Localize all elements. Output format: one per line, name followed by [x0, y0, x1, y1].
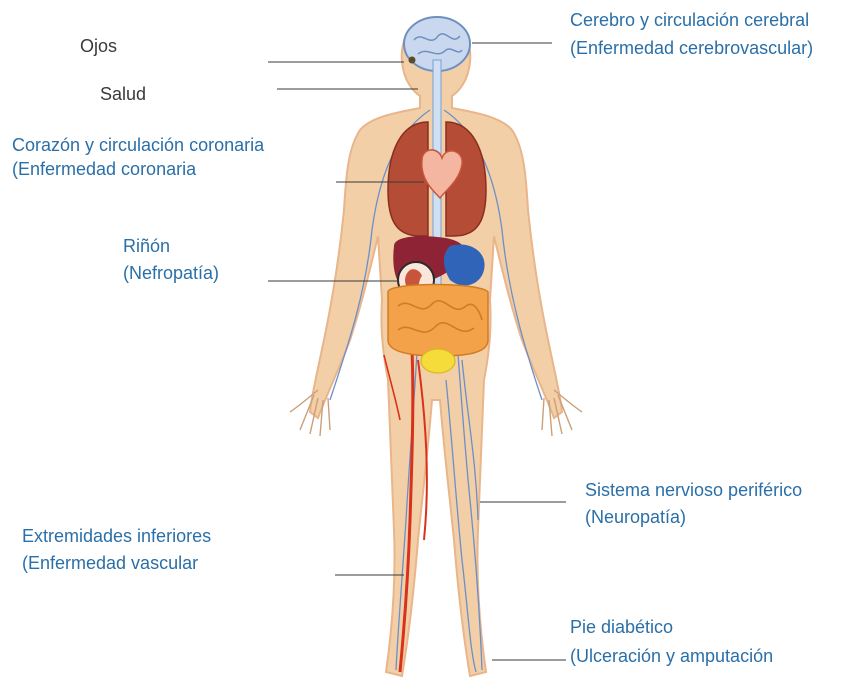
label-corazon-detail: (Enfermedad coronaria [12, 158, 196, 181]
bladder [421, 349, 455, 373]
label-ojos: Ojos [80, 35, 117, 58]
eye-icon [409, 57, 416, 64]
label-rinon-detail: (Nefropatía) [123, 262, 219, 285]
label-cerebro-detail: (Enfermedad cerebrovascular) [570, 37, 813, 60]
label-nervioso: Sistema nervioso periférico [585, 479, 802, 502]
label-nervioso-detail: (Neuropatía) [585, 506, 686, 529]
label-rinon: Riñón [123, 235, 170, 258]
label-pie: Pie diabético [570, 616, 673, 639]
label-corazon: Corazón y circulación coronaria [12, 134, 264, 157]
intestines [388, 285, 488, 357]
label-salud: Salud [100, 83, 146, 106]
label-cerebro: Cerebro y circulación cerebral [570, 9, 809, 32]
label-extremidades: Extremidades inferiores [22, 525, 211, 548]
label-extremidades-detail: (Enfermedad vascular [22, 552, 198, 575]
label-pie-detail: (Ulceración y amputación [570, 645, 773, 668]
